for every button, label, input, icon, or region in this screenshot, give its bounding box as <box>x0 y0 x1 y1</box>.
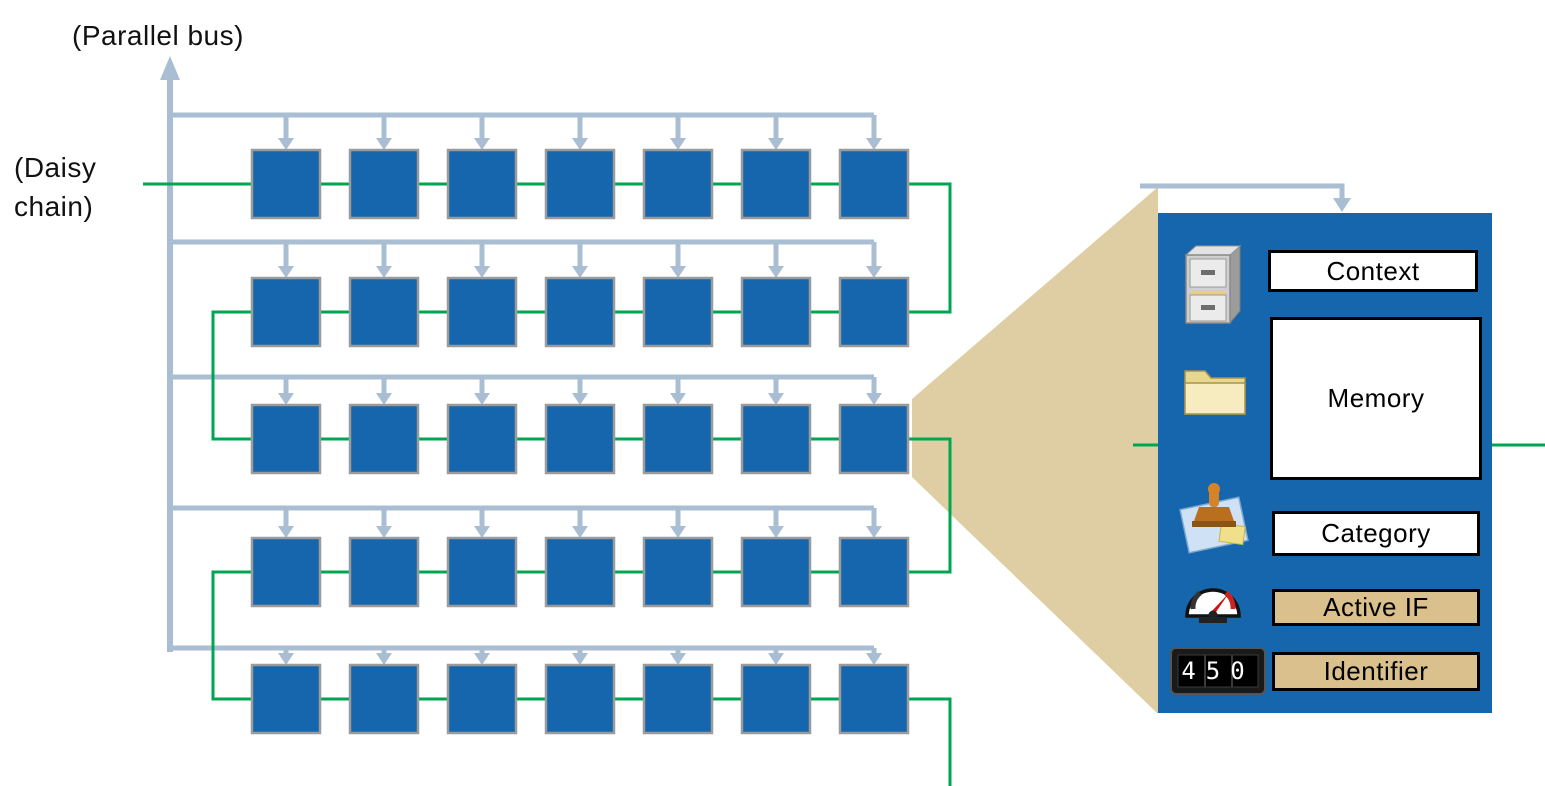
node-square <box>446 536 518 608</box>
bus-drop-arrowhead <box>572 266 588 278</box>
node-square <box>642 536 714 608</box>
context-box: Context <box>1268 250 1478 292</box>
bus-drop-arrowhead <box>278 526 294 538</box>
bus-drop-arrowhead <box>474 526 490 538</box>
node-square <box>544 276 616 348</box>
identifier-box: Identifier <box>1272 652 1480 691</box>
bus-drop-arrowhead <box>670 266 686 278</box>
bus-drop-arrowhead <box>278 138 294 150</box>
memory-box: Memory <box>1270 317 1482 480</box>
bus-drop-arrowhead <box>866 393 882 405</box>
bus-drop-arrowhead <box>278 653 294 665</box>
node-square <box>838 148 910 220</box>
node-square <box>544 536 616 608</box>
bus-drop-arrowhead <box>474 138 490 150</box>
node-square <box>740 148 812 220</box>
gauge-icon <box>1182 573 1244 630</box>
counter-icon: 450 <box>1170 647 1266 700</box>
node-square <box>740 403 812 475</box>
bus-drop-arrowhead <box>866 266 882 278</box>
node-square <box>544 403 616 475</box>
bus-drop-arrowhead <box>572 526 588 538</box>
bus-drop-arrowhead <box>670 526 686 538</box>
bus-drop-arrowhead <box>866 653 882 665</box>
bus-drop-arrowhead <box>376 138 392 150</box>
bus-drop-arrowhead <box>866 526 882 538</box>
node-square <box>348 148 420 220</box>
bus-drop-arrowhead <box>474 393 490 405</box>
bus-drop-arrowhead <box>670 138 686 150</box>
bus-drop-arrowhead <box>670 653 686 665</box>
bus-drop-arrowhead <box>474 653 490 665</box>
bus-drop-arrowhead <box>376 526 392 538</box>
panel-bus-arrow-shaft <box>1140 183 1345 198</box>
bus-drop-arrowhead <box>474 266 490 278</box>
node-square <box>348 276 420 348</box>
panel-bus-arrowhead <box>1333 198 1351 212</box>
bus-drop-arrowhead <box>768 138 784 150</box>
daisy-chain-label: (Daisy chain) <box>14 152 97 223</box>
bus-drop-arrowhead <box>278 393 294 405</box>
node-square <box>446 276 518 348</box>
node-square <box>838 536 910 608</box>
node-square <box>544 663 616 735</box>
counter-digits: 450 <box>1181 657 1254 685</box>
bus-drop-arrowhead <box>572 653 588 665</box>
node-square <box>250 663 322 735</box>
node-square <box>838 403 910 475</box>
node-detail-panel: 450 Context Memory Category Active IF Id… <box>1158 213 1492 713</box>
parallel-bus-arrowhead <box>160 56 180 80</box>
node-square <box>838 276 910 348</box>
bus-drop-arrowhead <box>866 138 882 150</box>
node-square <box>740 276 812 348</box>
node-square <box>348 403 420 475</box>
zoom-cone <box>912 187 1158 714</box>
bus-drop-arrowhead <box>768 653 784 665</box>
bus-drop-arrowhead <box>278 266 294 278</box>
node-square <box>250 276 322 348</box>
node-square <box>642 276 714 348</box>
bus-drop-arrowhead <box>670 393 686 405</box>
bus-drop-arrowhead <box>376 266 392 278</box>
file-cabinet-icon <box>1180 243 1246 334</box>
node-square <box>446 148 518 220</box>
bus-drop-arrowhead <box>376 393 392 405</box>
node-square <box>446 663 518 735</box>
bus-drop-arrowhead <box>376 653 392 665</box>
node-square <box>642 403 714 475</box>
bus-drop-arrowhead <box>768 526 784 538</box>
node-square <box>642 663 714 735</box>
node-square <box>740 536 812 608</box>
node-square <box>250 403 322 475</box>
node-square <box>838 663 910 735</box>
bus-drop-arrowhead <box>572 138 588 150</box>
node-square <box>740 663 812 735</box>
folder-icon <box>1182 361 1248 424</box>
bus-drop-arrowhead <box>768 393 784 405</box>
node-square <box>446 403 518 475</box>
bus-drop-arrowhead <box>572 393 588 405</box>
parallel-bus-label: (Parallel bus) <box>72 20 244 51</box>
stamp-icon <box>1174 481 1254 560</box>
category-box: Category <box>1272 511 1480 556</box>
node-square <box>348 663 420 735</box>
node-square <box>544 148 616 220</box>
node-square <box>250 148 322 220</box>
node-square <box>250 536 322 608</box>
node-square <box>642 148 714 220</box>
node-square <box>348 536 420 608</box>
active-if-box: Active IF <box>1272 589 1480 626</box>
bus-drop-arrowhead <box>768 266 784 278</box>
